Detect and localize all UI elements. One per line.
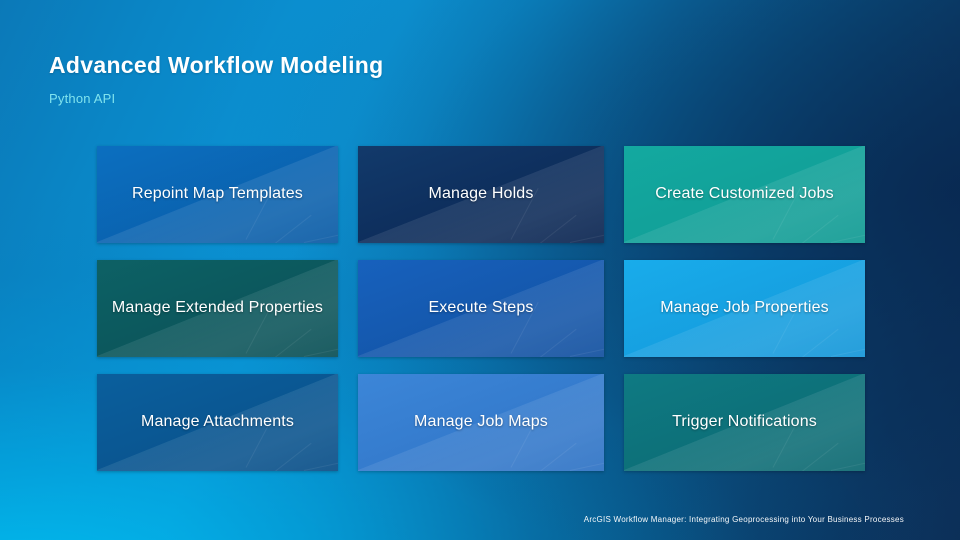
slide-header: Advanced Workflow Modeling Python API bbox=[49, 52, 649, 107]
tile-manage-extended-properties[interactable]: Manage Extended Properties bbox=[97, 260, 338, 357]
tile-label: Manage Job Maps bbox=[414, 413, 548, 431]
tile-label: Repoint Map Templates bbox=[132, 185, 303, 203]
tile-label: Trigger Notifications bbox=[672, 413, 817, 431]
tile-repoint-map-templates[interactable]: Repoint Map Templates bbox=[97, 146, 338, 243]
tile-manage-holds[interactable]: Manage Holds bbox=[358, 146, 604, 243]
footer-text: ArcGIS Workflow Manager: Integrating Geo… bbox=[583, 515, 904, 524]
slide-subtitle: Python API bbox=[49, 91, 116, 107]
tile-execute-steps[interactable]: Execute Steps bbox=[358, 260, 604, 357]
tile-label: Execute Steps bbox=[428, 299, 534, 317]
slide-footer: ArcGIS Workflow Manager: Integrating Geo… bbox=[584, 509, 904, 527]
tile-label: Manage Attachments bbox=[140, 413, 294, 431]
tile-label: Manage Holds bbox=[428, 185, 534, 203]
tile-create-customized-jobs[interactable]: Create Customized Jobs bbox=[624, 146, 865, 243]
tile-grid: Repoint Map Templates Manage Holds Creat… bbox=[97, 146, 866, 471]
tile-label: Create Customized Jobs bbox=[655, 185, 834, 203]
tile-manage-attachments[interactable]: Manage Attachments bbox=[97, 374, 338, 471]
tile-manage-job-properties[interactable]: Manage Job Properties bbox=[624, 260, 865, 357]
tile-manage-job-maps[interactable]: Manage Job Maps bbox=[358, 374, 604, 471]
tile-label: Manage Job Properties bbox=[660, 299, 829, 317]
tile-label: Manage Extended Properties bbox=[111, 299, 324, 317]
page-title: Advanced Workflow Modeling bbox=[49, 52, 384, 78]
tile-trigger-notifications[interactable]: Trigger Notifications bbox=[624, 374, 865, 471]
